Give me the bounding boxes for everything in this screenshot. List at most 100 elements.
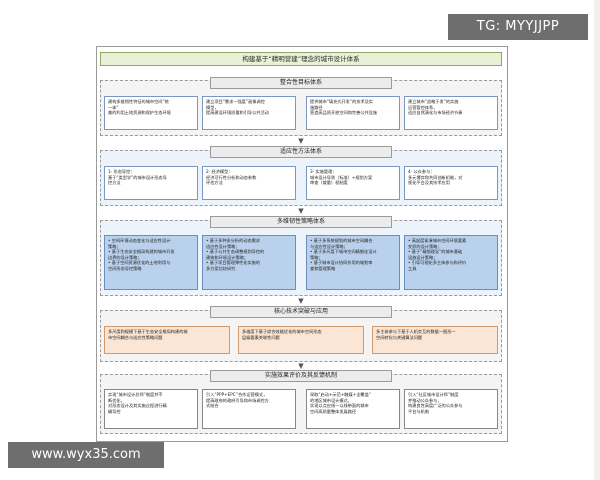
box-line: 平台与机制 [408,408,429,414]
box-line: • 基于“精细理念”的城市基础 [408,249,463,255]
box-line: 空间转化与关键算法问题 [376,334,423,340]
box-line: 空间形态导控策略 [108,265,142,271]
down-arrow-icon: ▼ [298,297,304,305]
box-line: 运营管控体系， [408,104,438,110]
scrollbar[interactable] [594,0,600,480]
watermark-url: www.wyx35.com [8,442,164,468]
box-line: • 高起度紧凑城市空间环境要素 [408,238,467,243]
box-line: 多尺度和规模下基于生态安全格局构建的城 [108,329,188,334]
section-strategies-heading: 多维韧性策略体系 [210,216,392,228]
box-line: 断优化， [108,397,125,403]
box-line: 提高建设环境质量和引导公共活动 [206,110,269,116]
method-box-2: 2- 经济模型： 经济可行性分析和动态参数 评估方法 [202,166,296,200]
watermark-tg: TG: MYYJJPP [448,14,588,40]
box-line: 实现“城市设计总师”制度并不 [108,392,163,397]
goal-box-2: 建立项目“需求—强度”画像调控 模型， 提高建设环境质量和引导公共活动 [202,96,296,130]
box-line: • 基于城市设计协同作用的城划审 [310,260,373,266]
box-line: • 引导可视化多主体参与和评价 [408,260,467,266]
box-line: 与适应性设计策略； [310,243,348,249]
tech-box-3: 多主体参与下基于人机交互的数据一图形一 空间转化与关键算法问题 [372,326,498,354]
box-line: 建构多维韧性特征的城市空间“统 [108,99,169,104]
method-box-4: 4- 公众参与： 多元博弈和共同创新机制，对 视化平台及其技术应用 [404,166,498,200]
section-tech-heading: 核心技术突破与应用 [210,306,392,318]
box-line: 多维度下基于综合效能优化的城市空间形态 [242,329,322,334]
box-line: 美的利用土地资源和保护生态环境 [108,110,171,116]
box-line: 实现以点应线一以线带面的城市 [310,403,369,409]
evaluation-box-2: 引入“PPP+EPC”合作运营模式， 提高政府的政府引导和市场调控方 式结合 [202,389,296,429]
box-line: 并推动公众参与， [408,397,442,403]
box-line: 采取“启动+示范+触媒+全覆盖” [310,392,371,397]
box-line: 引入“PPP+EPC”合作运营模式， [206,392,268,397]
strategy-box-3: • 基于多系统规划的城市空间耦合 与适应性设计策略； • 基于多尺度下城市空间精… [306,235,400,290]
box-line: 适应自然演化与市场经济节奏 [408,110,463,116]
box-line: 多元博弈和共同创新机制，对 [408,174,463,180]
strategy-box-1: • 空间环境动态变化与适应性设计 策略； • 基于生态安全格局构建的城市开发 边… [104,235,198,290]
box-line: 4- 公众参与： [408,169,435,174]
box-line: 工具 [408,265,417,271]
box-line: 经济可行性分析和动态参数 [206,174,257,180]
box-line: 多主体参与下基于人机交互的数据一图形一 [376,329,456,334]
box-line: 1- 形态导控： [108,169,135,174]
box-line: 建立项目“需求—强度”画像调控 [206,99,265,104]
box-line: • 基于多系统规划的城市空间耦合 [310,238,373,243]
section-methods-heading: 适应性方法体系 [210,146,392,158]
box-line: 视化平台及其技术应用 [408,180,450,186]
section-goals-heading: 整合性目标体系 [210,77,392,89]
box-line: 式结合 [206,403,219,409]
tech-box-2: 多维度下基于综合效能优化的城市空间形态 层级要素关联性问题 [238,326,364,354]
box-line: 建筑和环境设计策略； [206,254,248,260]
box-line: 控方法 [108,180,121,186]
down-arrow-icon: ▼ [298,362,304,370]
box-line: 的地区城市设计模式， [310,397,352,403]
box-line: 交织的设计策略； [408,243,442,249]
strategy-box-2: • 基于多种多分析的动态需求 适应性设计策略； • 基于公共生态调整规划导控的 … [202,235,296,290]
box-line: 3- 实施管理： [310,169,337,174]
box-line: 施路径 [310,104,323,110]
tech-box-1: 多尺度和规模下基于生态安全格局构建的城 市空间耦合与适应性策略问题 [104,326,230,354]
box-line: • 基于空间资源优化的土地利用与 [108,260,171,266]
box-line: 层级要素关联性问题 [242,334,280,340]
box-line: 设施设计策略； [408,254,438,260]
box-line: 策略； [310,254,323,260]
section-evaluation-heading: 实施效果评价及其反馈机制 [210,370,392,382]
box-line: • 基于公共生态调整规划导控的 [206,249,265,255]
evaluation-box-1: 实现“城市设计总师”制度并不 断优化， 对形态设计及其实施过程进行精 确导控 [104,389,198,429]
box-line: • 基于生态安全格局构建的城市开发 [108,249,175,255]
evaluation-box-4: 引入“社区城市设计师”制度 并推动公众参与， 构建良性高度广泛的公众参与 平台与… [404,389,498,429]
goal-box-4: 建立城市“战略于发”的实施 运营管控体系， 适应自然演化与市场经济节奏 [404,96,498,130]
box-line: • 基于项目管理弹性化实施的 [206,260,261,266]
strategy-box-4: • 高起度紧凑城市空间环境要素 交织的设计策略； • 基于“精细理念”的城市基础… [404,235,498,290]
box-line: 对形态设计及其实施过程进行精 [108,403,167,409]
box-line: 建立城市“战略于发”的实施 [408,99,459,104]
method-box-3: 3- 实施管理： 城市设计导则（标准）+规划方案 审查（裁量）权制度 [306,166,400,200]
box-line: • 基于多尺度下城市空间精细化设计 [310,249,377,255]
diagram-title: 构建基于“精明营建”理念的城市设计体系 [100,52,502,66]
box-line: 城市设计导则（标准）+规划方案 [310,174,373,180]
box-line: 营造高品质开放空间和完善公共设施 [310,110,378,116]
box-line: • 空间环境动态变化与适应性设计 [108,238,171,243]
box-line: 引入“社区城市设计师”制度 [408,392,459,397]
evaluation-box-3: 采取“启动+示范+触媒+全覆盖” 的地区城市设计模式， 实现以点应线一以线带面的… [306,389,400,429]
box-line: 模型， [206,104,219,110]
box-line: 提高政府的政府引导和市场调控方 [206,397,269,403]
down-arrow-icon: ▼ [298,207,304,215]
box-line: 策略； [108,243,121,249]
method-box-1: 1- 形态导控： 基于“类型学”的城市设计形态导 控方法 [104,166,198,200]
goal-box-1: 建构多维韧性特征的城市空间“统 一体” 美的利用土地资源和保护生态环境 [104,96,198,130]
box-line: 提供城市“填充式开发”的技术及实 [310,99,373,104]
box-line: 2- 经济模型： [206,169,233,174]
box-line: 查和管理策略 [310,265,336,271]
box-line: 构建良性高度广泛的公众参与 [408,403,463,409]
box-line: 审查（裁量）权制度 [310,180,348,186]
box-line: 确导控 [108,408,121,414]
box-line: 一体” [108,104,119,110]
box-line: 边界的设计策略； [108,254,142,260]
box-line: • 基于多种多分析的动态需求 [206,238,261,243]
box-line: 多方案比较研究 [206,265,236,271]
box-line: 空间高质量整体发展路径 [310,408,357,414]
goal-box-3: 提供城市“填充式开发”的技术及实 施路径 营造高品质开放空间和完善公共设施 [306,96,400,130]
box-line: 评估方法 [206,180,223,186]
box-line: 适应性设计策略； [206,243,240,249]
box-line: 市空间耦合与适应性策略问题 [108,334,163,340]
box-line: 基于“类型学”的城市设计形态导 [108,174,167,180]
